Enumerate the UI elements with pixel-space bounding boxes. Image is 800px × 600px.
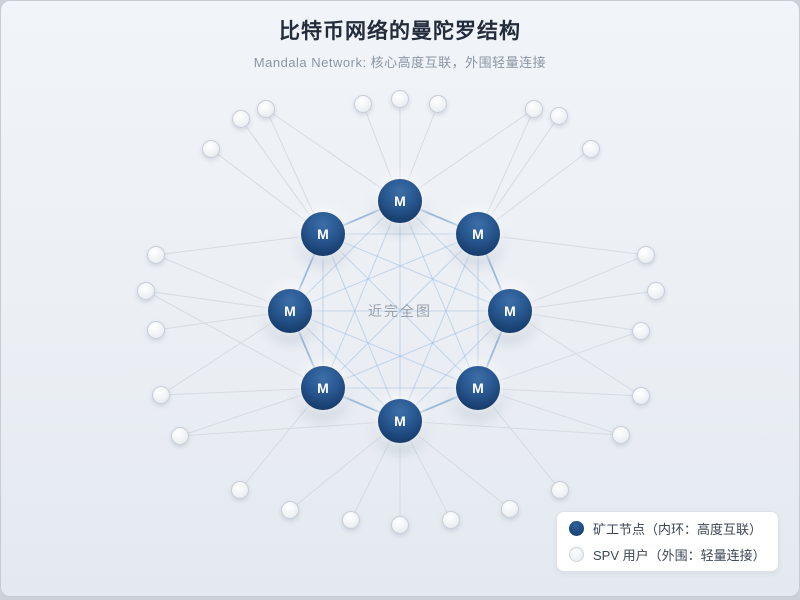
spv-edge xyxy=(509,254,647,312)
spv-edge xyxy=(210,148,324,235)
center-label: 近完全图 xyxy=(368,303,432,319)
spv-edge xyxy=(477,148,592,235)
spv-node xyxy=(582,140,600,158)
spv-node xyxy=(231,481,249,499)
miner-chord-edge xyxy=(399,233,479,422)
spv-node xyxy=(632,322,650,340)
spv-edge xyxy=(179,420,401,437)
spv-node xyxy=(637,246,655,264)
spv-edge xyxy=(160,387,324,396)
spv-edge xyxy=(509,310,642,397)
miner-node-label: M xyxy=(284,303,296,319)
spv-node xyxy=(147,246,165,264)
spv-swatch-icon xyxy=(569,547,584,562)
spv-node xyxy=(342,511,360,529)
spv-edge xyxy=(477,115,560,235)
spv-node xyxy=(429,95,447,113)
spv-node xyxy=(232,110,250,128)
spv-edge xyxy=(399,108,535,202)
miner-swatch-icon xyxy=(569,521,584,536)
miner-node-label: M xyxy=(472,226,484,242)
spv-node xyxy=(391,516,409,534)
spv-node xyxy=(550,107,568,125)
miner-chord-edge xyxy=(289,310,479,389)
spv-edge xyxy=(160,310,291,396)
miner-chord-edge xyxy=(322,233,401,422)
spv-node xyxy=(551,481,569,499)
spv-edge xyxy=(477,233,647,256)
spv-node xyxy=(202,140,220,158)
miner-chord-edge xyxy=(289,310,401,422)
miner-node-label: M xyxy=(504,303,516,319)
miner-node: M xyxy=(378,399,422,443)
spv-edge xyxy=(179,387,324,437)
legend: 矿工节点（内环：高度互联） SPV 用户（外围：轻量连接） xyxy=(556,511,779,572)
spv-edge xyxy=(155,254,291,312)
spv-node xyxy=(391,90,409,108)
page-subtitle: Mandala Network: 核心高度互联，外围轻量连接 xyxy=(253,55,547,70)
miner-chord-edge xyxy=(322,233,479,389)
spv-edge xyxy=(265,108,401,202)
spv-node xyxy=(501,500,519,518)
spv-node xyxy=(152,386,170,404)
miner-node-label: M xyxy=(472,380,484,396)
miner-chord-edge xyxy=(289,233,479,312)
spv-node xyxy=(171,427,189,445)
spv-edge xyxy=(477,330,642,389)
miner-node: M xyxy=(268,289,312,333)
miner-node-label: M xyxy=(317,380,329,396)
spv-node xyxy=(281,501,299,519)
spv-edge xyxy=(145,290,291,312)
spv-node xyxy=(354,95,372,113)
miner-chord-edge xyxy=(322,233,511,312)
spv-edge xyxy=(155,233,324,256)
spv-node xyxy=(442,511,460,529)
spv-edge xyxy=(477,387,622,436)
miner-node-label: M xyxy=(394,413,406,429)
miner-chord-edge xyxy=(399,200,479,389)
miner-node: M xyxy=(456,212,500,256)
spv-node xyxy=(137,282,155,300)
spv-node xyxy=(632,387,650,405)
spv-edge xyxy=(145,290,324,389)
miner-node: M xyxy=(301,212,345,256)
miner-chord-edge xyxy=(399,310,511,422)
legend-item-spv: SPV 用户（外围：轻量连接） xyxy=(569,545,766,564)
miner-node: M xyxy=(456,366,500,410)
miner-node: M xyxy=(301,366,345,410)
spv-edge xyxy=(477,387,642,397)
miner-node-label: M xyxy=(317,226,329,242)
page-title: 比特币网络的曼陀罗结构 xyxy=(279,20,521,43)
spv-edge xyxy=(155,310,291,331)
spv-edge xyxy=(509,290,657,312)
spv-node xyxy=(612,426,630,444)
legend-miner-label: 矿工节点（内环：高度互联） xyxy=(593,522,763,537)
legend-spv-label: SPV 用户（外围：轻量连接） xyxy=(593,548,766,563)
spv-edge xyxy=(399,420,511,510)
miner-node: M xyxy=(488,289,532,333)
spv-edge xyxy=(509,310,642,332)
miner-chord-edge xyxy=(399,200,511,312)
spv-edge xyxy=(240,118,324,235)
spv-node xyxy=(257,100,275,118)
miner-node-label: M xyxy=(394,193,406,209)
header: 比特币网络的曼陀罗结构 Mandala Network: 核心高度互联，外围轻量… xyxy=(1,15,799,71)
miner-node: M xyxy=(378,179,422,223)
legend-item-miner: 矿工节点（内环：高度互联） xyxy=(569,519,766,538)
spv-node xyxy=(525,100,543,118)
spv-node xyxy=(647,282,665,300)
spv-edge xyxy=(289,420,401,511)
spv-node xyxy=(147,321,165,339)
